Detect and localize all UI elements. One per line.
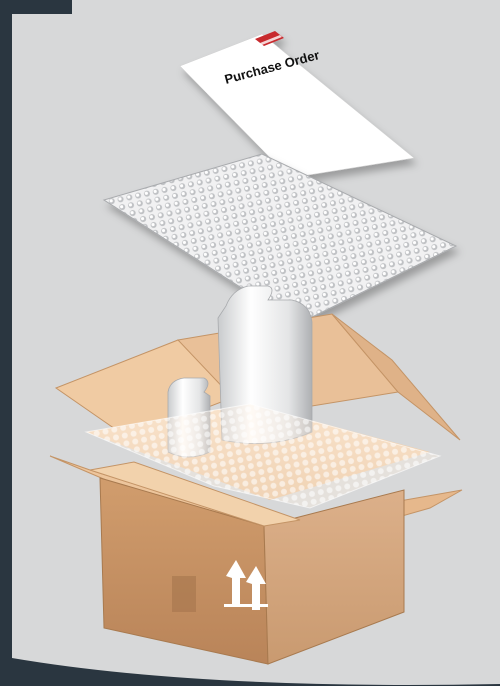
cardboard-box bbox=[50, 286, 462, 664]
box-tape bbox=[172, 576, 196, 612]
floor-shadow bbox=[12, 658, 500, 686]
bubble-wrap-sheet bbox=[104, 154, 456, 324]
